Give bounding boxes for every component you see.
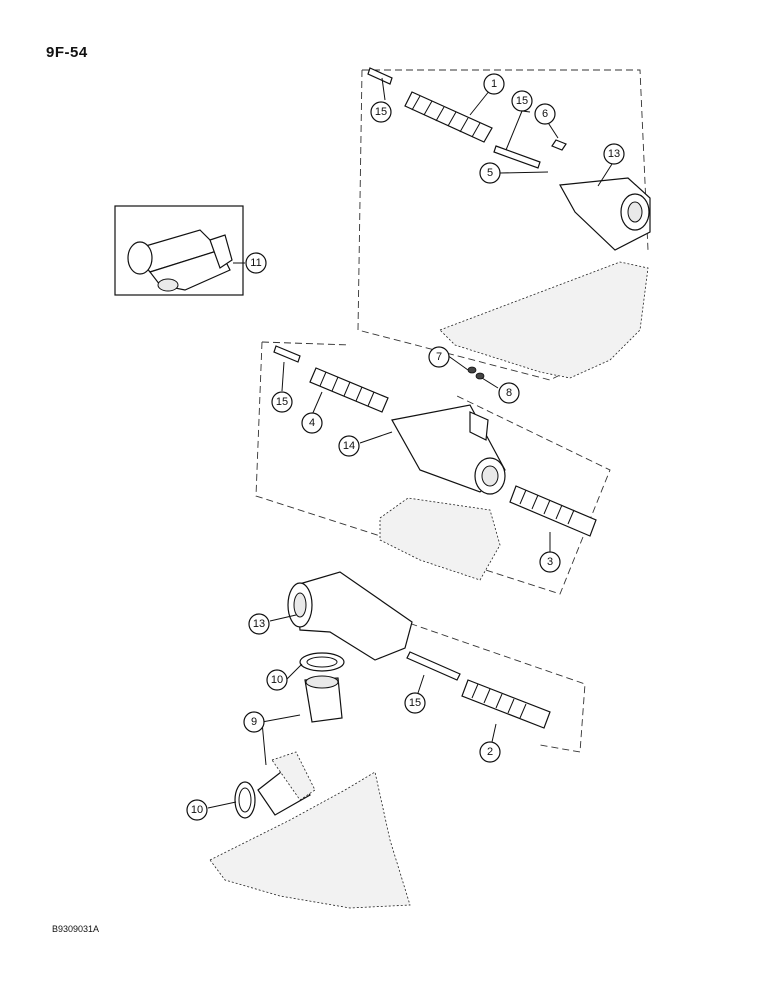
callout-9-label: 9 [251, 716, 257, 728]
part-11-housing-illustration [127, 229, 233, 292]
callout-6-label: 6 [542, 108, 548, 120]
callout-2-label: 2 [487, 746, 493, 758]
callout-14-label: 14 [343, 440, 355, 452]
middle-assembly-outline-top [261, 341, 351, 346]
callout-15-lower: 15 [404, 692, 426, 714]
callout-10-upper-label: 10 [271, 674, 283, 686]
callout-13-upper-label: 13 [608, 148, 620, 160]
callout-14: 14 [338, 435, 360, 457]
housing-part-14 [391, 404, 506, 495]
hose-part-9-lower [257, 751, 316, 816]
callout-15-upper-left-label: 15 [375, 106, 387, 118]
auger-part-1 [404, 91, 493, 143]
pin-15-upper-right [493, 145, 541, 169]
hose-part-9-upper [304, 675, 343, 723]
auger-part-4 [309, 367, 389, 413]
callout-5: 5 [479, 162, 501, 184]
callout-11: 11 [245, 252, 267, 274]
upper-assembly-outline [357, 69, 561, 381]
pin-15-middle [273, 345, 301, 363]
callout-13-upper: 13 [603, 143, 625, 165]
small-parts-7-8 [467, 366, 485, 380]
callout-15-middle-label: 15 [276, 396, 288, 408]
callout-5-label: 5 [487, 167, 493, 179]
housing-part-13-lower [287, 571, 413, 661]
callout-13-lower-label: 13 [253, 618, 265, 630]
callout-8-label: 8 [506, 387, 512, 399]
clamp-part-10-upper [299, 652, 345, 672]
callout-15-upper-right-label: 15 [516, 95, 528, 107]
upper-assembly-outline-right [362, 69, 649, 251]
middle-assembly-outline [255, 341, 611, 595]
clamp-part-10-lower [234, 781, 256, 819]
callout-3-label: 3 [547, 556, 553, 568]
callout-10-lower: 10 [186, 799, 208, 821]
page-number: 9F-54 [46, 44, 88, 61]
auger-part-3 [509, 485, 597, 537]
feeder-tray-upper [439, 261, 649, 379]
callout-15-upper-right: 15 [511, 90, 533, 112]
figure-code: B9309031A [52, 924, 100, 934]
housing-part-13-upper [559, 177, 651, 251]
callout-13-lower: 13 [248, 613, 270, 635]
callout-6: 6 [534, 103, 556, 125]
callout-15-lower-label: 15 [409, 697, 421, 709]
screw-part-6 [551, 139, 567, 151]
callout-4: 4 [301, 412, 323, 434]
callout-15-middle: 15 [271, 391, 293, 413]
callout-10-lower-label: 10 [191, 804, 203, 816]
callout-7-label: 7 [436, 351, 442, 363]
callout-1-label: 1 [491, 78, 497, 90]
pin-15-lower [406, 651, 461, 681]
auger-part-2 [461, 679, 551, 729]
leader-lines [207, 77, 613, 809]
feeder-tray-lower [209, 771, 411, 909]
callout-11-label: 11 [250, 257, 261, 269]
inset-box-part-11 [114, 205, 244, 296]
callout-7: 7 [428, 346, 450, 368]
feeder-tray-middle [379, 497, 501, 581]
callout-2: 2 [479, 741, 501, 763]
callout-4-label: 4 [309, 417, 315, 429]
callout-15-upper-left: 15 [370, 101, 392, 123]
callout-9: 9 [243, 711, 265, 733]
callout-10-upper: 10 [266, 669, 288, 691]
callout-8: 8 [498, 382, 520, 404]
callout-3: 3 [539, 551, 561, 573]
pin-15-upper-left [367, 67, 393, 85]
lower-assembly-outline [399, 619, 586, 753]
callout-1: 1 [483, 73, 505, 95]
